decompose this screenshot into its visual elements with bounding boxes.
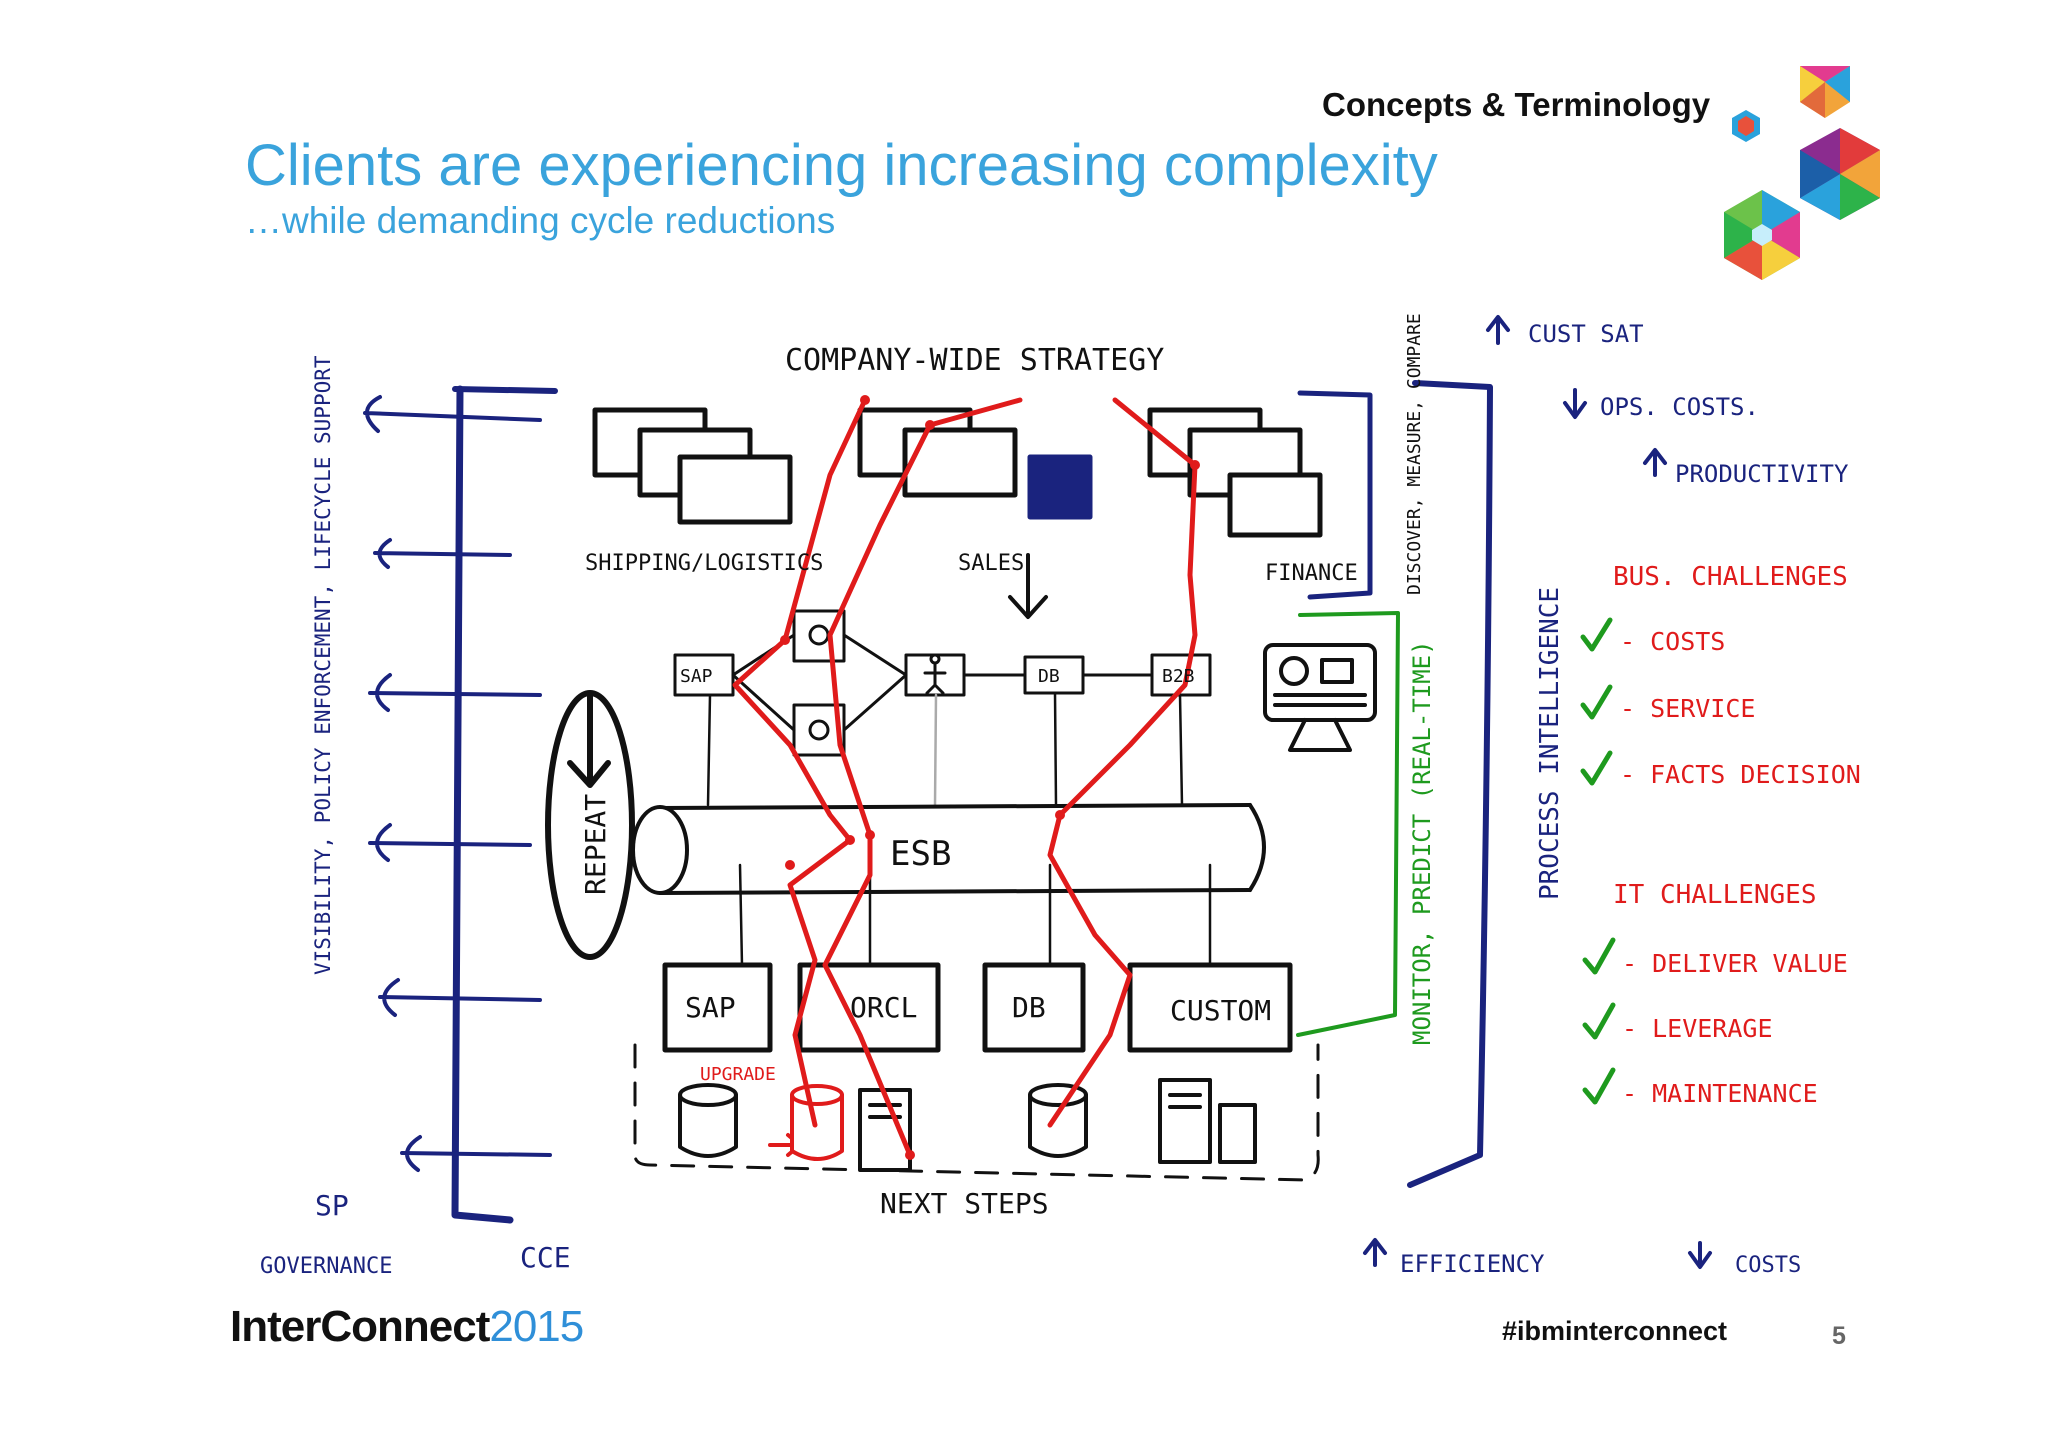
dept-label-finance: FINANCE [1265,561,1358,586]
it-challenge-leverage: - LEVERAGE [1622,1014,1773,1043]
brand-logo: InterConnect2015 [230,1302,584,1352]
outcome-productivity: PRODUCTIVITY [1675,460,1849,488]
it-challenge-maintenance: - MAINTENANCE [1622,1079,1818,1108]
service-sap-node [673,653,735,697]
outcome-costs: COSTS [1735,1253,1801,1278]
discover-bracket [1297,390,1373,600]
slide-title: Clients are experiencing increasing comp… [245,133,1438,198]
outcome-ops-costs: OPS. COSTS. [1600,393,1759,421]
company-strategy-label: COMPANY-WIDE STRATEGY [785,343,1164,378]
it-challenge-deliver: - DELIVER VALUE [1622,949,1848,978]
repeat-loop [545,690,635,960]
service-label-b2b: B2B [1162,666,1195,687]
process-intelligence-bracket [1407,380,1493,1188]
planet-node-bottom [792,703,846,757]
monitor-bracket [1296,611,1400,1037]
left-side-label: VISIBILITY, POLICY ENFORCEMENT, LIFECYCL… [311,355,335,975]
slide-subtitle: …while demanding cycle reductions [245,200,836,241]
backend-custom [1127,962,1293,1053]
bus-challenge-service: - SERVICE [1620,694,1755,723]
brand-year: 2015 [489,1302,584,1351]
discover-label: DISCOVER, MEASURE, COMPARE [1404,313,1425,595]
backend-orcl [797,962,941,1053]
monitor-label: MONITOR, PREDICT (REAL-TIME) [1408,640,1436,1045]
bus-challenge-facts: - FACTS DECISION [1620,760,1861,789]
bus-challenge-costs: - COSTS [1620,627,1725,656]
section-label: Concepts & Terminology [1322,86,1711,123]
backend-sap [662,962,773,1053]
backend-label-db: DB [1012,991,1046,1024]
backend-db [982,962,1086,1053]
service-label-sap: SAP [680,666,713,687]
process-intelligence-label: PROCESS INTELLIGENCE [1535,587,1565,900]
hexagon-logo-graphic [1724,66,1880,280]
governance-label: GOVERNANCE [260,1254,392,1279]
checkmarks [1580,617,1616,1105]
dept-label-sales: SALES [958,551,1024,576]
next-steps-label: NEXT STEPS [880,1187,1049,1220]
service-label-db: DB [1038,666,1060,687]
dashboard-monitor-icon [1263,643,1377,752]
it-challenges-title: IT CHALLENGES [1613,880,1817,910]
architecture-sketch: COMPANY-WIDE STRATEGY SHIPPING/LOGISTICS… [260,313,1861,1279]
backend-label-orcl: ORCL [850,991,917,1024]
governance-arrows [363,395,552,1172]
page-number: 5 [1832,1322,1846,1350]
outcome-cust-sat: CUST SAT [1528,320,1644,348]
bus-challenges-title: BUS. CHALLENGES [1613,562,1848,592]
sp-label: SP [315,1189,349,1222]
upgrade-label: UPGRADE [700,1064,776,1085]
esb-bus [631,803,1266,895]
repeat-label: REPEAT [579,794,612,895]
outcome-efficiency: EFFICIENCY [1400,1250,1545,1278]
shipping-windows [592,407,793,525]
hashtag: #ibminterconnect [1502,1316,1728,1346]
cce-label: CCE [520,1241,571,1274]
esb-label: ESB [890,834,951,874]
backend-label-sap: SAP [685,991,736,1024]
process-paths [732,397,1198,1158]
finance-windows [1147,407,1323,538]
next-steps-region [633,1043,1320,1182]
dept-label-shipping: SHIPPING/LOGISTICS [585,551,823,576]
brand-name: InterConnect [230,1302,490,1351]
governance-bracket [451,385,514,1224]
backend-label-custom: CUSTOM [1170,994,1271,1027]
